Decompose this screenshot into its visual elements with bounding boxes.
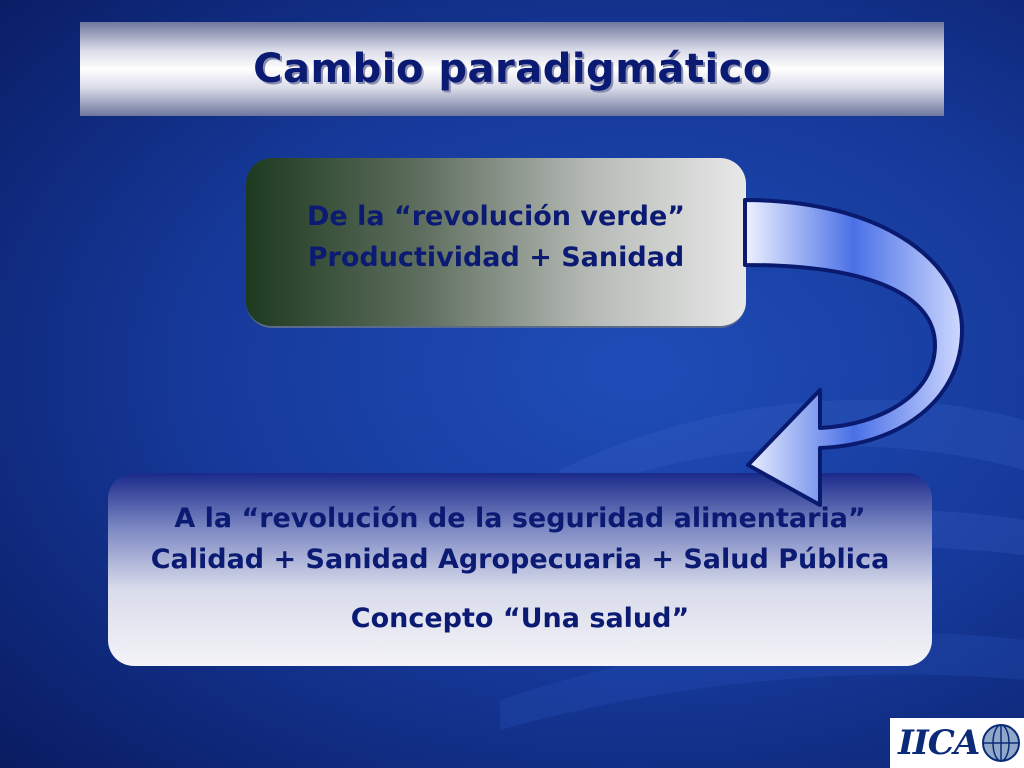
top-box-line-2: Productividad + Sanidad <box>307 242 685 273</box>
top-box-line-1: De la “revolución verde” <box>306 201 686 232</box>
bottom-box-line-1: A la “revolución de la seguridad aliment… <box>174 503 866 534</box>
title-bar: Cambio paradigmático <box>80 22 944 116</box>
bottom-box: A la “revolución de la seguridad aliment… <box>108 473 932 666</box>
bottom-box-line-3: Concepto “Una salud” <box>350 603 690 634</box>
top-box: De la “revolución verde” Productividad +… <box>246 158 746 328</box>
iica-logo: IICA <box>890 718 1024 768</box>
globe-icon <box>982 724 1021 762</box>
slide-title: Cambio paradigmático <box>253 46 771 92</box>
logo-text: IICA <box>898 723 980 763</box>
bottom-box-line-2: Calidad + Sanidad Agropecuaria + Salud P… <box>150 544 890 575</box>
